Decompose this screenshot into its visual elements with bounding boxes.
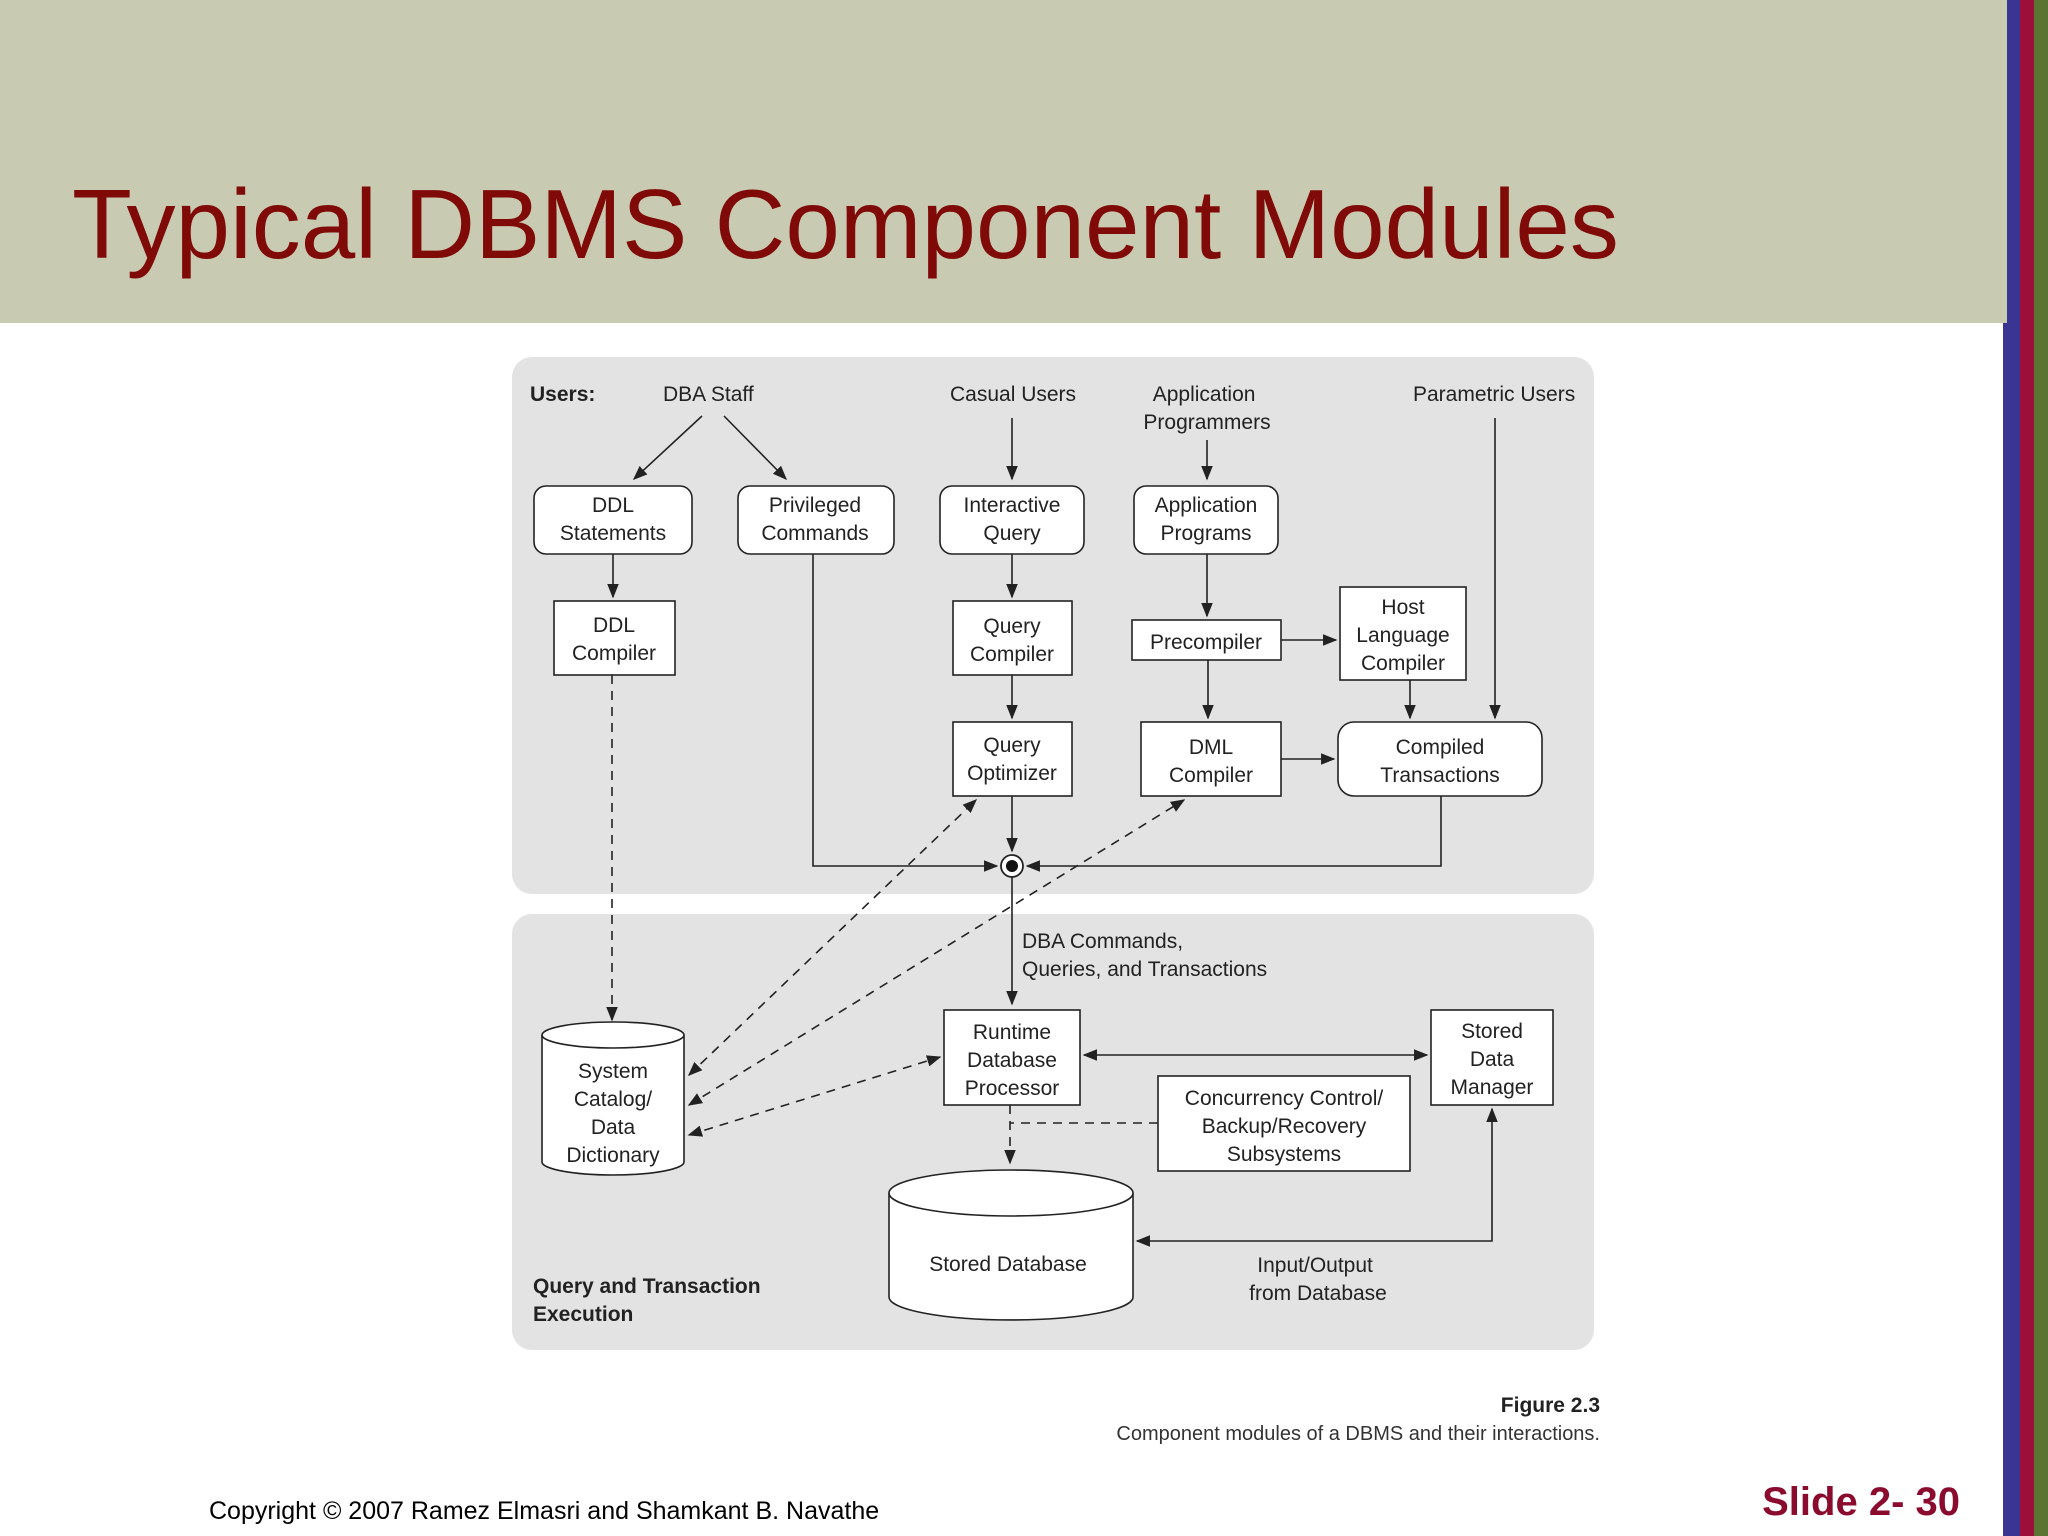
svg-text:Precompiler: Precompiler	[1150, 631, 1262, 654]
accent-stripe-green	[2034, 323, 2048, 1536]
copyright-notice: Copyright © 2007 Ramez Elmasri and Shamk…	[209, 1497, 880, 1525]
application-programmers-label: Application Programmers	[1143, 383, 1270, 434]
header-accent-stripes	[2007, 0, 2048, 323]
dashed-arrows	[606, 675, 1186, 1165]
casual-users-label: Casual Users	[950, 383, 1076, 406]
input-output-label: Input/Output from Database	[1249, 1254, 1387, 1305]
dba-staff-label: DBA Staff	[663, 383, 754, 406]
users-label: Users:	[530, 383, 595, 406]
slide-number: Slide 2- 30	[1762, 1480, 1960, 1524]
stored-database-cylinder: Stored Database	[888, 1169, 1134, 1321]
svg-text:Stored Database: Stored Database	[929, 1253, 1087, 1276]
slide-title: Typical DBMS Component Modules	[72, 169, 1619, 279]
accent-stripe-red	[2020, 323, 2034, 1536]
precompiler-box: Precompiler	[1131, 619, 1282, 661]
title-bar	[0, 0, 2007, 323]
parametric-users-label: Parametric Users	[1413, 383, 1575, 406]
query-transaction-execution-label: Query and Transaction Execution	[533, 1275, 766, 1326]
accent-stripe-blue	[2003, 323, 2020, 1536]
figure-caption: Component modules of a DBMS and their in…	[1116, 1423, 1600, 1445]
figure-number: Figure 2.3	[1500, 1394, 1600, 1417]
